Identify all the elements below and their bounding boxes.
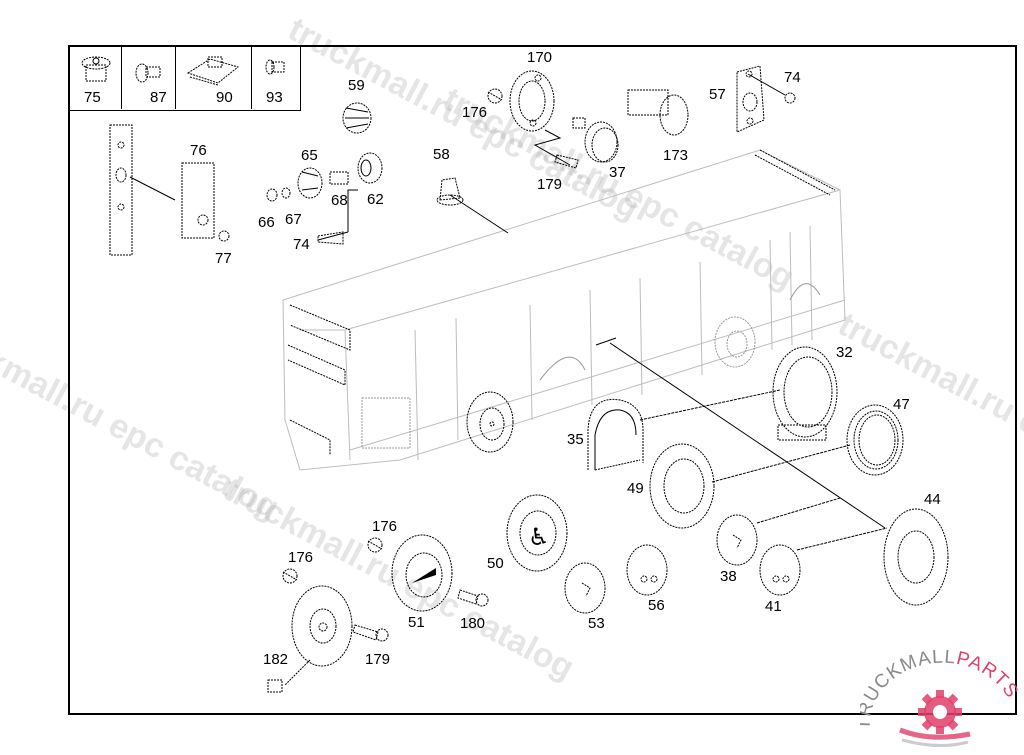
truckmall-logo: TRUCKMALLPARTS	[854, 646, 1022, 750]
callout-76[interactable]: 76	[190, 142, 207, 159]
part-37-button	[572, 117, 619, 163]
part-38-button	[716, 514, 758, 566]
legend-part-93[interactable]: 93	[252, 45, 300, 109]
callout-56[interactable]: 56	[648, 597, 665, 614]
legend-strip: 75 87 90 93	[68, 45, 301, 111]
callout-179[interactable]: 179	[537, 176, 563, 193]
bus-front	[287, 304, 411, 455]
callout-49[interactable]: 49	[627, 480, 644, 497]
bracket-icon	[186, 56, 240, 86]
callout-179[interactable]: 179	[365, 651, 391, 668]
part-53-button	[564, 562, 606, 614]
part-173-button	[627, 89, 689, 136]
callout-51[interactable]: 51	[408, 614, 425, 631]
callout-67[interactable]: 67	[285, 211, 302, 228]
part-49-ring	[649, 443, 715, 529]
legend-part-90[interactable]: 90	[176, 45, 252, 109]
part-41-button	[759, 544, 801, 596]
part-47-ring	[846, 404, 904, 476]
wheelchair-icon: ♿	[528, 523, 550, 551]
gear-icon	[899, 690, 971, 748]
part-77-cap	[218, 230, 230, 242]
diagram-frame	[68, 45, 1017, 715]
bus-body	[282, 149, 846, 471]
callout-173[interactable]: 173	[663, 147, 689, 164]
part-176-clip	[282, 568, 298, 584]
part-32-housing	[772, 346, 838, 441]
part-176-clip	[487, 88, 503, 104]
part-35-seal	[587, 398, 644, 471]
callout-53[interactable]: 53	[588, 615, 605, 632]
callout-66[interactable]: 66	[258, 214, 275, 231]
part-65-knob	[297, 167, 323, 199]
legend-part-87[interactable]: 87	[122, 45, 176, 109]
callout-41[interactable]: 41	[765, 598, 782, 615]
part-170-ring	[509, 70, 555, 132]
callout-180[interactable]: 180	[460, 615, 486, 632]
callout-58[interactable]: 58	[433, 146, 450, 163]
callout-59[interactable]: 59	[348, 77, 365, 94]
part-179-screw	[554, 154, 579, 169]
part-76-holder	[181, 162, 215, 239]
part-74-screw	[317, 231, 344, 245]
part-182-plate	[267, 585, 353, 693]
legend-label: 90	[216, 89, 233, 106]
bolt-icon	[135, 63, 161, 83]
callout-182[interactable]: 182	[263, 651, 289, 668]
part-180-screw	[457, 589, 479, 605]
part-51-button	[391, 534, 453, 612]
callout-57[interactable]: 57	[709, 86, 726, 103]
part-179-screw	[352, 624, 379, 641]
callout-35[interactable]: 35	[567, 431, 584, 448]
leader-lines	[129, 73, 888, 551]
callout-37[interactable]: 37	[609, 164, 626, 181]
part-50-button	[506, 494, 568, 572]
callout-44[interactable]: 44	[924, 491, 941, 508]
callout-74[interactable]: 74	[784, 69, 801, 86]
callout-62[interactable]: 62	[367, 191, 384, 208]
part-59-knob	[342, 102, 372, 134]
clip-icon	[81, 56, 111, 82]
part-56-button	[626, 544, 668, 596]
callout-77[interactable]: 77	[215, 250, 232, 267]
bus-door-arches	[539, 283, 821, 381]
bus-wheel-front	[466, 391, 514, 453]
callout-68[interactable]: 68	[331, 192, 348, 209]
rivet-icon	[265, 59, 285, 75]
part-57-plate	[736, 65, 765, 133]
part-176-clip	[367, 537, 383, 553]
part-66-cap	[266, 188, 278, 202]
gear-logo-icon: TRUCKMALLPARTS	[854, 646, 1022, 748]
callout-176[interactable]: 176	[372, 518, 398, 535]
part-74-screw	[784, 92, 796, 104]
callout-50[interactable]: 50	[487, 555, 504, 572]
door-arrow-icon	[412, 568, 436, 583]
part-68-plunger	[329, 171, 349, 185]
callout-176[interactable]: 176	[462, 104, 488, 121]
legend-label: 93	[266, 89, 283, 106]
bus-roof	[754, 149, 836, 196]
callout-176[interactable]: 176	[288, 549, 314, 566]
callout-38[interactable]: 38	[720, 568, 737, 585]
callout-47[interactable]: 47	[893, 396, 910, 413]
part-44-ring	[883, 508, 949, 606]
legend-label: 75	[84, 89, 101, 106]
legend-label: 87	[150, 89, 167, 106]
part-58-button	[436, 177, 464, 206]
bus-wheel-rear	[714, 316, 756, 368]
callout-32[interactable]: 32	[836, 344, 853, 361]
callout-65[interactable]: 65	[301, 147, 318, 164]
legend-part-75[interactable]: 75	[68, 45, 122, 109]
callout-74[interactable]: 74	[293, 236, 310, 253]
callout-170[interactable]: 170	[527, 49, 553, 66]
part-rail	[109, 124, 133, 256]
part-62-knob	[357, 152, 383, 184]
part-67-ring	[281, 187, 291, 199]
